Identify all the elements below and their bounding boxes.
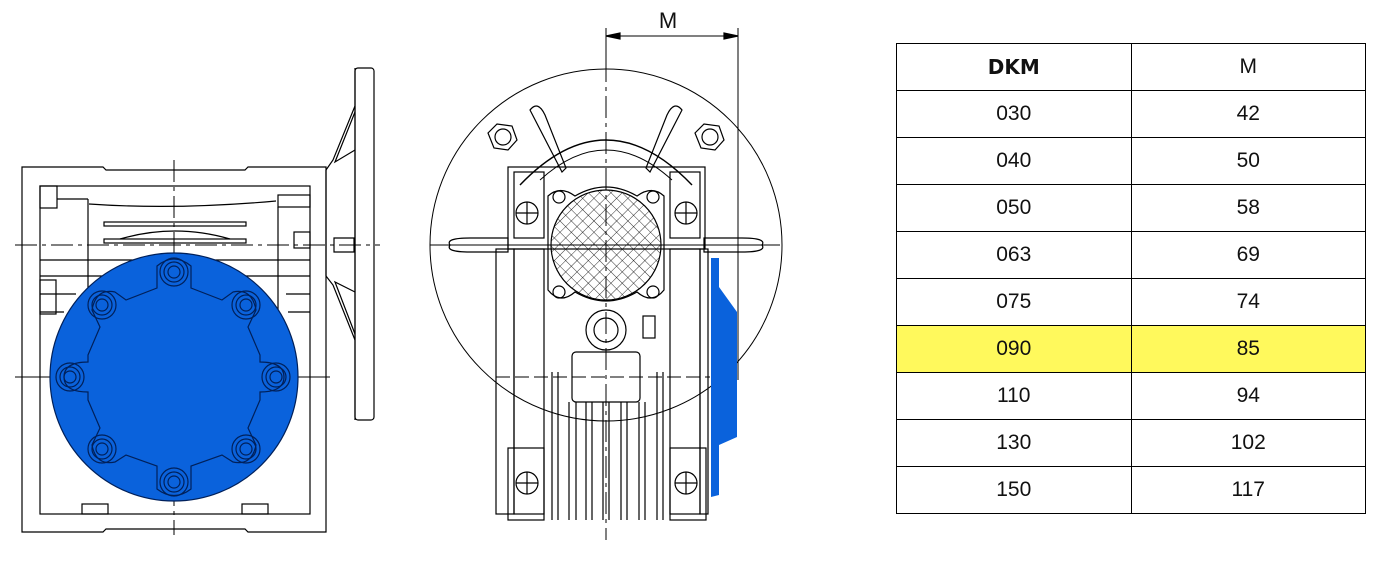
cell-m: 102 bbox=[1130, 419, 1366, 467]
cell-m: 94 bbox=[1130, 372, 1366, 420]
cell-dkm: 075 bbox=[896, 278, 1132, 326]
side-view bbox=[15, 67, 380, 535]
cell-m: 42 bbox=[1130, 90, 1366, 138]
blue-side-flange bbox=[711, 258, 737, 497]
cell-m: 50 bbox=[1130, 137, 1366, 185]
cell-m: 69 bbox=[1130, 231, 1366, 279]
table-header-row: DKM M bbox=[896, 43, 1366, 91]
cell-dkm: 063 bbox=[896, 231, 1132, 279]
cell-dkm: 050 bbox=[896, 184, 1132, 232]
dimension-m-label: M bbox=[659, 8, 677, 33]
cell-dkm: 110 bbox=[896, 372, 1132, 420]
cell-dkm: 090 bbox=[896, 325, 1132, 373]
cell-m: 85 bbox=[1130, 325, 1366, 373]
cell-m: 58 bbox=[1130, 184, 1366, 232]
cell-dkm: 030 bbox=[896, 90, 1132, 138]
cell-m: 74 bbox=[1130, 278, 1366, 326]
header-dkm: DKM bbox=[896, 43, 1132, 91]
gearbox-drawing: M bbox=[15, 8, 783, 540]
cell-dkm: 130 bbox=[896, 419, 1132, 467]
header-m: M bbox=[1130, 43, 1366, 91]
cell-m: 117 bbox=[1130, 466, 1366, 514]
cell-dkm: 150 bbox=[896, 466, 1132, 514]
front-view: M bbox=[429, 8, 783, 540]
blue-motor-flange bbox=[49, 252, 299, 502]
cell-dkm: 040 bbox=[896, 137, 1132, 185]
